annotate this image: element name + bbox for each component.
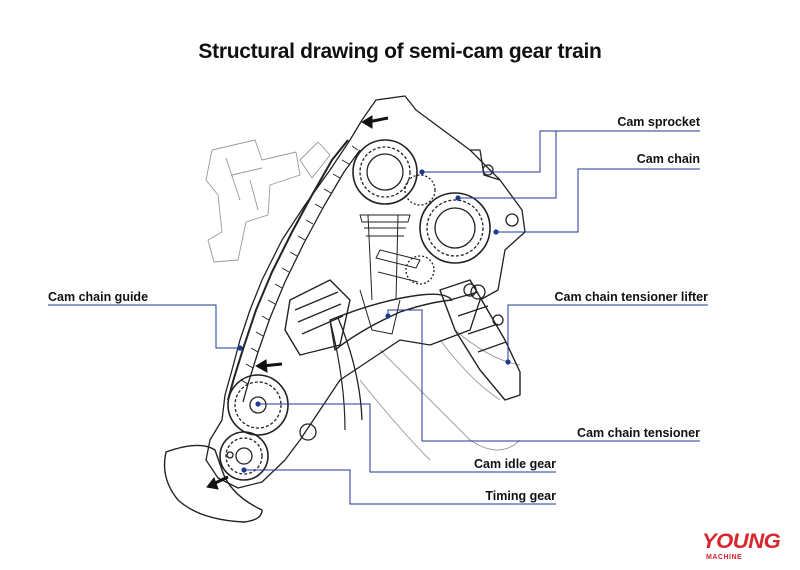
- cam-sprocket-gear: [352, 139, 418, 205]
- page-title: Structural drawing of semi-cam gear trai…: [198, 40, 602, 63]
- label-cam-chain: Cam chain: [636, 152, 700, 166]
- label-cam-idle-gear: Cam idle gear: [474, 457, 556, 471]
- label-timing-gear: Timing gear: [485, 489, 556, 503]
- label-cam-chain-guide: Cam chain guide: [48, 290, 149, 304]
- brand-sub: MACHINE: [706, 554, 743, 561]
- leader-lines: [48, 130, 708, 505]
- label-cam-chain-tensioner-lifter: Cam chain tensioner lifter: [554, 290, 708, 304]
- young-machine-logo: YOUNG MACHINE: [702, 530, 794, 564]
- brand-name: YOUNG: [702, 530, 781, 553]
- timing-gear-drawing: [219, 431, 269, 481]
- cam-sprocket-gear-2: [419, 192, 491, 264]
- label-cam-sprocket: Cam sprocket: [617, 115, 700, 129]
- leader-dots: [237, 169, 511, 473]
- engine-drawing: [163, 95, 526, 523]
- label-cam-chain-tensioner: Cam chain tensioner: [577, 426, 700, 440]
- direction-arrows: [206, 115, 389, 490]
- cam-idle-gear-drawing: [227, 374, 289, 436]
